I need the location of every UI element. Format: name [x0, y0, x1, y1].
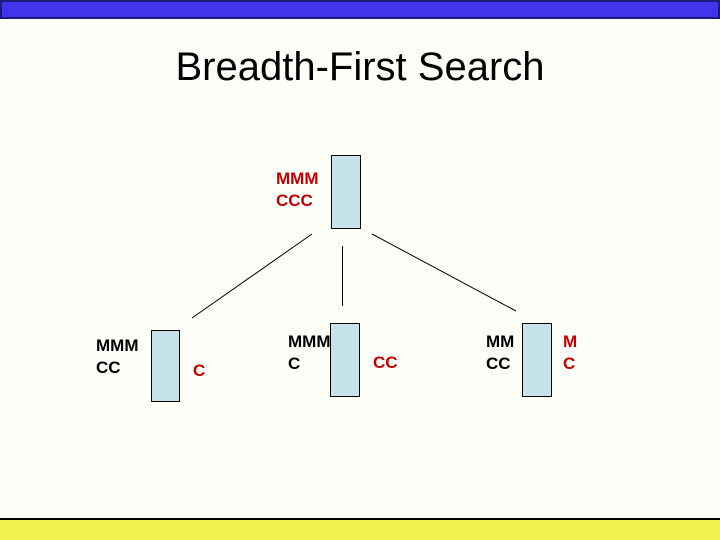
page-title: Breadth-First Search	[175, 45, 545, 89]
child3-state-label: MM CC	[486, 331, 514, 375]
child1-state-line-2: CC	[96, 358, 121, 377]
top-accent-bar	[0, 0, 720, 19]
child1-state-label: MMM CC	[96, 335, 138, 379]
child2-state-line-2: C	[288, 354, 301, 373]
child3-state-line-1: MM	[486, 332, 515, 351]
tree-edge-left	[191, 233, 313, 319]
root-state-line-1: MMM	[276, 169, 319, 188]
child3-boat-line-2: C	[563, 354, 576, 373]
footer-accent-bar	[0, 518, 720, 540]
child2-boat-label: CC	[373, 352, 398, 374]
child2-boat-line-1: CC	[373, 353, 398, 372]
child3-node-box	[522, 323, 552, 397]
child1-state-line-1: MMM	[96, 336, 139, 355]
root-node-box	[331, 155, 361, 229]
child1-boat-label: C	[193, 360, 205, 382]
child2-state-label: MMM C	[288, 331, 330, 375]
child3-boat-label: M C	[563, 331, 577, 375]
child1-boat-line-1: C	[193, 361, 206, 380]
child2-node-box	[330, 323, 360, 397]
child3-boat-line-1: M	[563, 332, 578, 351]
root-state-line-2: CCC	[276, 191, 313, 210]
tree-edge-right	[371, 233, 517, 312]
child3-state-line-2: CC	[486, 354, 511, 373]
root-state-label: MMM CCC	[276, 168, 318, 212]
child2-state-line-1: MMM	[288, 332, 331, 351]
child1-node-box	[151, 330, 180, 402]
